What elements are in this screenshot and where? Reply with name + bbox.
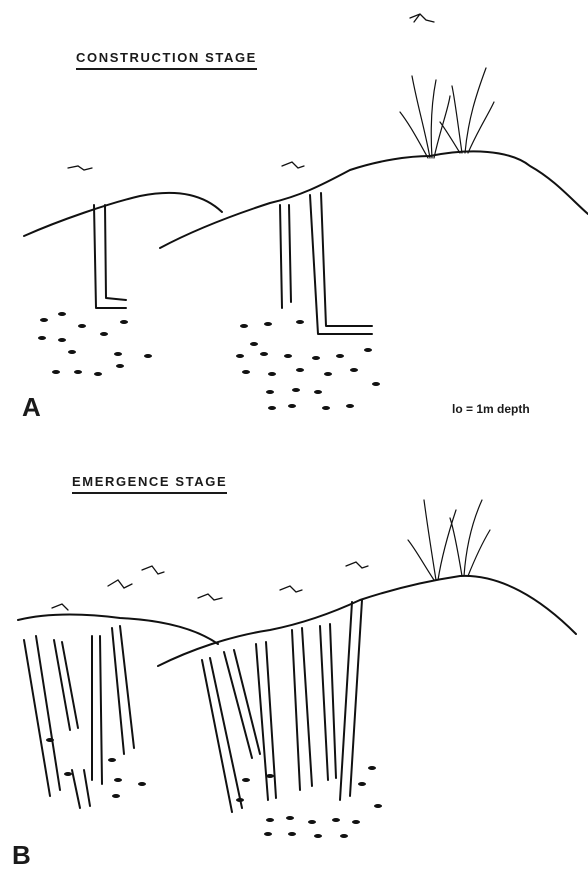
termite-burrows — [94, 193, 372, 334]
soil-particles-a-left — [38, 312, 152, 376]
grass-tuft-a — [400, 68, 494, 158]
ground-surface-left — [24, 193, 222, 236]
flying-termites-a — [68, 14, 434, 170]
soil-particles-b — [46, 738, 382, 838]
grass-tuft-b — [408, 500, 490, 580]
flying-termites-b — [52, 562, 368, 610]
ground-surface-b-right — [158, 576, 576, 666]
ground-surface-b-left — [18, 615, 218, 645]
ground-surface-right — [160, 151, 588, 248]
